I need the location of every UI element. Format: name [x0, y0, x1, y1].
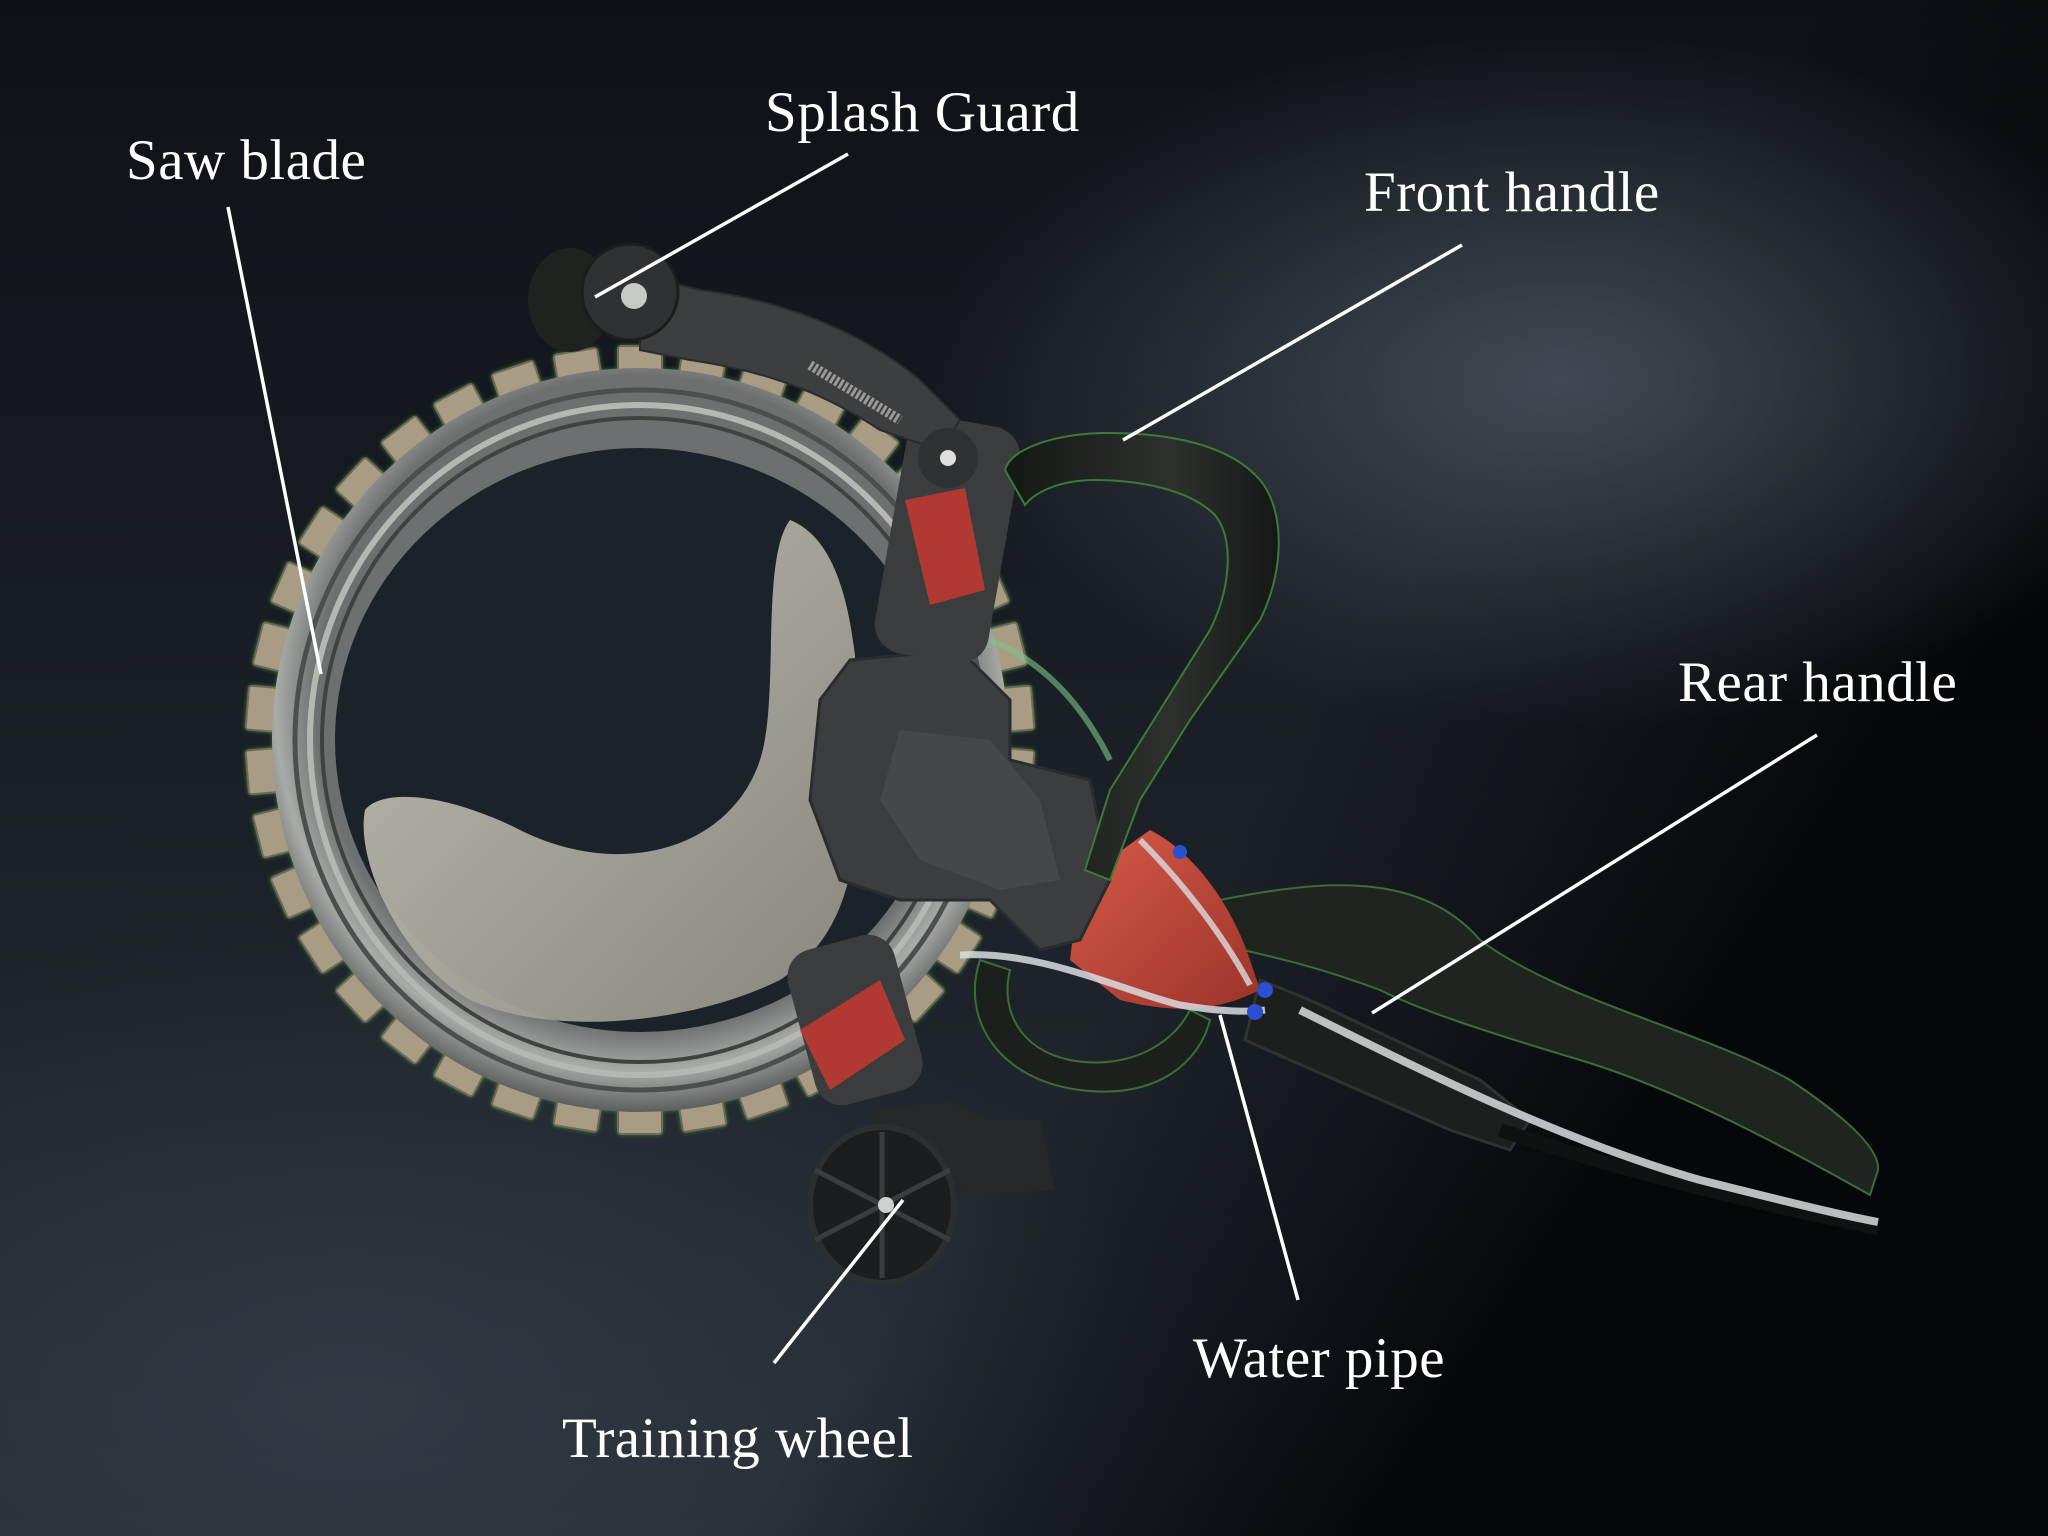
- water-tube-rear: [1298, 1006, 1879, 1226]
- water-tube-front: [959, 951, 1266, 1015]
- label-splash-guard: Splash Guard: [765, 81, 1080, 144]
- tension-spring: [807, 360, 903, 425]
- lower-red-clamp: [800, 980, 905, 1090]
- water-tube-upper: [1137, 837, 1253, 987]
- upper-red-clamp: [905, 488, 985, 605]
- label-training-wheel: Training wheel: [562, 1407, 914, 1470]
- power-cable: [1497, 1123, 1880, 1235]
- front-handle-part: [1003, 431, 1280, 882]
- label-rear-handle: Rear handle: [1678, 651, 1958, 714]
- fitting-blue-3: [1173, 845, 1187, 859]
- motor-housing: [1070, 830, 1260, 1009]
- gearbox-cover: [880, 730, 1060, 890]
- label-water-pipe: Water pipe: [1193, 1327, 1446, 1390]
- water-tube-green: [988, 637, 1113, 762]
- splash-plate: [363, 520, 860, 1022]
- fitting-blue-2: [1247, 1004, 1263, 1020]
- fitting-blue-1: [1257, 982, 1273, 998]
- label-saw-blade: Saw blade: [126, 129, 367, 192]
- label-front-handle: Front handle: [1364, 161, 1660, 224]
- cable-loop: [974, 958, 1212, 1093]
